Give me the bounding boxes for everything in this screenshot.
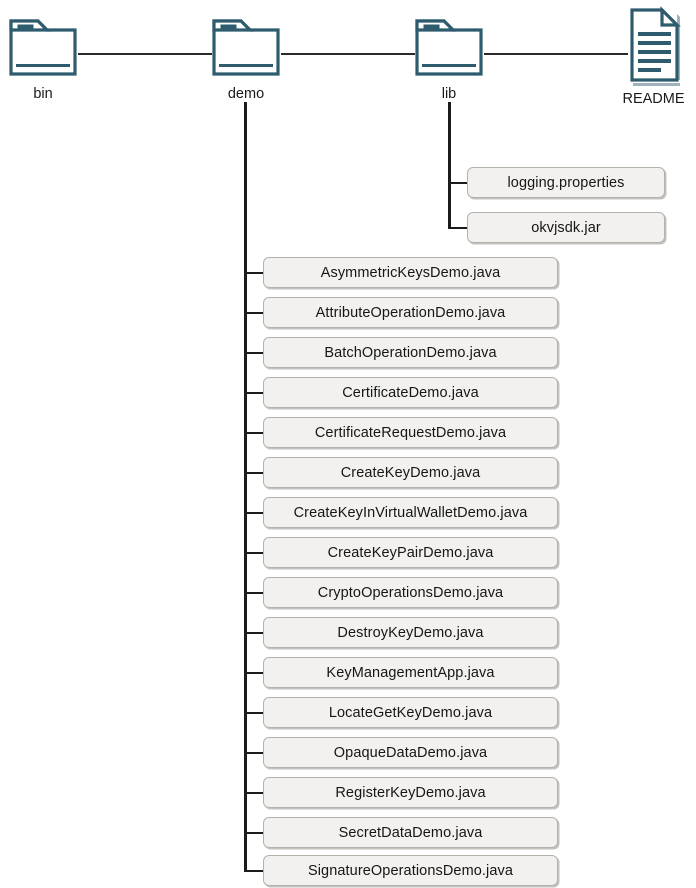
node-bin-label: bin <box>33 86 53 102</box>
demo-stub-2 <box>244 352 264 354</box>
file-box-secretdatademo-java[interactable]: SecretDataDemo.java <box>263 817 558 848</box>
demo-stub-14 <box>244 832 264 834</box>
file-box-locategetkeydemo-java[interactable]: LocateGetKeyDemo.java <box>263 697 558 728</box>
folder-icon <box>415 19 483 76</box>
lib-stub-0 <box>448 182 468 184</box>
demo-stub-9 <box>244 632 264 634</box>
demo-stub-12 <box>244 752 264 754</box>
demo-trunk <box>244 102 247 871</box>
file-box-logging-properties[interactable]: logging.properties <box>467 167 665 198</box>
link-bin-to-demo <box>78 53 212 55</box>
file-box-cryptooperationsdemo-java[interactable]: CryptoOperationsDemo.java <box>263 577 558 608</box>
node-lib-label: lib <box>441 86 457 102</box>
file-box-batchoperationdemo-java[interactable]: BatchOperationDemo.java <box>263 337 558 368</box>
file-box-keymanagementapp-java[interactable]: KeyManagementApp.java <box>263 657 558 688</box>
folder-icon <box>212 19 280 76</box>
demo-stub-11 <box>244 712 264 714</box>
link-lib-to-readme <box>484 53 628 55</box>
node-readme[interactable] <box>626 6 686 88</box>
demo-stub-8 <box>244 592 264 594</box>
demo-stub-10 <box>244 672 264 674</box>
lib-trunk <box>448 102 451 229</box>
demo-stub-3 <box>244 392 264 394</box>
demo-stub-1 <box>244 312 264 314</box>
file-box-createkeyinvirtualwalletdemo-java[interactable]: CreateKeyInVirtualWalletDemo.java <box>263 497 558 528</box>
node-bin[interactable] <box>8 12 78 78</box>
document-icon <box>630 6 681 86</box>
folder-icon <box>9 19 77 76</box>
file-box-registerkeydemo-java[interactable]: RegisterKeyDemo.java <box>263 777 558 808</box>
file-box-createkeydemo-java[interactable]: CreateKeyDemo.java <box>263 457 558 488</box>
demo-stub-0 <box>244 272 264 274</box>
file-box-signatureoperationsdemo-java[interactable]: SignatureOperationsDemo.java <box>263 855 558 886</box>
file-box-createkeypairdemo-java[interactable]: CreateKeyPairDemo.java <box>263 537 558 568</box>
demo-stub-13 <box>244 792 264 794</box>
file-box-certificatedemo-java[interactable]: CertificateDemo.java <box>263 377 558 408</box>
file-box-opaquedatademo-java[interactable]: OpaqueDataDemo.java <box>263 737 558 768</box>
demo-stub-6 <box>244 512 264 514</box>
node-lib[interactable] <box>414 12 484 78</box>
lib-stub-1 <box>448 227 468 229</box>
file-box-attributeoperationdemo-java[interactable]: AttributeOperationDemo.java <box>263 297 558 328</box>
file-box-asymmetrickeysdemo-java[interactable]: AsymmetricKeysDemo.java <box>263 257 558 288</box>
node-readme-label: README <box>622 91 685 107</box>
node-demo-label: demo <box>227 86 265 102</box>
demo-stub-5 <box>244 472 264 474</box>
demo-stub-4 <box>244 432 264 434</box>
file-box-okvjsdk-jar[interactable]: okvjsdk.jar <box>467 212 665 243</box>
demo-stub-7 <box>244 552 264 554</box>
demo-stub-15 <box>244 870 264 872</box>
node-demo[interactable] <box>211 12 281 78</box>
file-box-certificaterequestdemo-java[interactable]: CertificateRequestDemo.java <box>263 417 558 448</box>
link-demo-to-lib <box>281 53 415 55</box>
file-box-destroykeydemo-java[interactable]: DestroyKeyDemo.java <box>263 617 558 648</box>
